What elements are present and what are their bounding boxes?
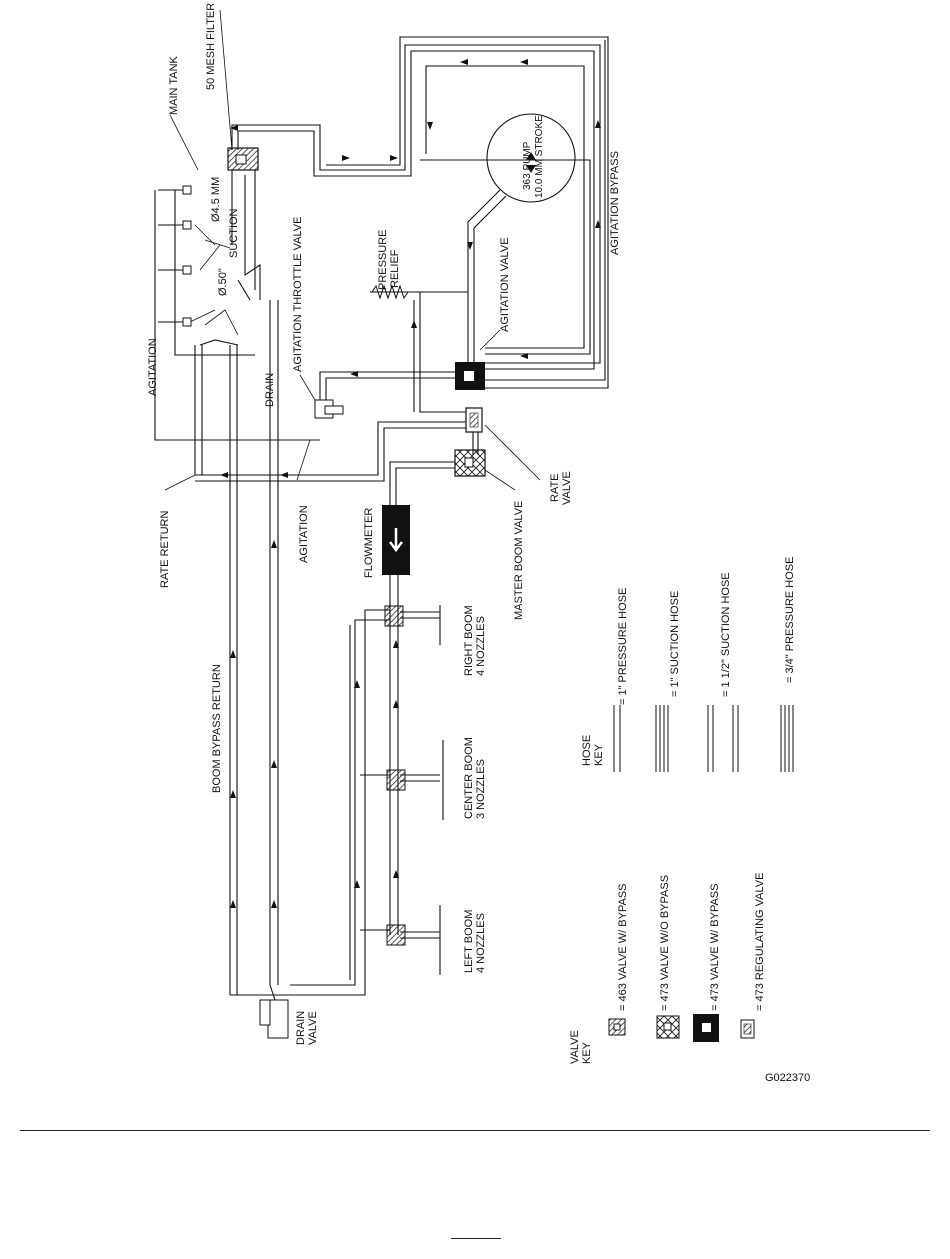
footer-rule [20,1130,930,1131]
hose-key-item-1: = 1" PRESSURE HOSE [617,588,629,705]
valve-key-item-3: = 473 VALVE W/ BYPASS [709,884,721,1011]
hose-key: HOSE KEY = 1" PRESSURE HOSE = 1" SUCTION… [581,557,796,772]
valve-key-title-2: KEY [581,1041,593,1064]
rate-return-hose [195,421,468,482]
page-number-line [451,1238,501,1239]
pressure-relief-hose [370,291,468,413]
pump-outlet-hose [467,189,507,362]
dia-45-label: Ø4.5 MM [210,177,222,222]
agitation-valve-outlet [319,371,455,405]
hose-key-item-4: = 3/4" PRESSURE HOSE [784,557,796,683]
dia-050-label: Ø.50" [217,268,229,296]
valve-key-item-2: = 473 VALVE W/O BYPASS [659,875,671,1011]
right-boom-valve [384,605,404,627]
boom-supply-hose [389,575,399,935]
hose-key-title-1: HOSE [581,735,593,766]
agitation-bypass-label: AGITATION BYPASS [609,151,621,255]
main-tank-label: MAIN TANK [168,55,180,115]
hose-key-title-2: KEY [593,743,605,766]
agitation-bottom-label: AGITATION [298,505,310,563]
pump-363 [486,113,576,203]
left-boom-label-2: 4 NOZZLES [475,913,487,973]
center-boom-valve [386,769,406,791]
agitation-throttle-valve-label: AGITATION THROTTLE VALVE [292,217,304,372]
boom-bypass-hose [290,619,390,986]
master-boom-valve-label: MASTER BOOM VALVE [513,501,525,620]
drain-valve-label-2: VALVE [307,1011,319,1045]
right-boom-label-1: RIGHT BOOM [463,605,475,676]
drain-valve-label-1: DRAIN [295,1011,307,1045]
pressure-relief-label-2: RELIEF [389,249,401,288]
valve-key-title-1: VALVE [569,1030,581,1064]
left-boom-valve [386,924,406,946]
valve-key-item-4: = 473 REGULATING VALVE [754,873,766,1011]
hose-key-item-3: = 1 1/2" SUCTION HOSE [720,572,732,697]
rate-valve-label-2: VALVE [561,471,573,505]
left-boom-label-1: LEFT BOOM [463,910,475,973]
flow-arrows [220,59,601,908]
right-boom-label-2: 4 NOZZLES [475,616,487,676]
agitation-left-label: AGITATION [147,338,159,396]
pressure-relief-label-1: PRESSURE [377,229,389,290]
mesh-filter-label: 50 MESH FILTER [205,3,217,90]
rate-valve-label-1: RATE [549,473,561,502]
center-boom-label-1: CENTER BOOM [463,737,475,819]
pump-label-2: 10.0 MM STROKE [534,115,545,198]
flowmeter-label: FLOWMETER [363,508,375,578]
rate-return-label: RATE RETURN [159,511,171,588]
pump-label-1: 363 PUMP [522,141,533,190]
boom-bypass-return-label: BOOM BYPASS RETURN [211,664,223,793]
suction-label: SUCTION [228,208,240,258]
drain-valve [267,999,289,1039]
hose-key-item-2: = 1" SUCTION HOSE [669,591,681,697]
valve-key-item-1: = 463 VALVE W/ BYPASS [617,884,629,1011]
agitation-valve-label: AGITATION VALVE [499,237,511,332]
master-boom-hose [389,461,455,505]
figure-id: G022370 [765,1072,811,1084]
agitation-bypass-hose [231,36,609,389]
valve-key: VALVE KEY = 463 VALVE W/ BYPASS = 473 VA… [569,873,766,1064]
drain-label: DRAIN [264,373,276,407]
center-boom-label-2: 3 NOZZLES [475,759,487,819]
